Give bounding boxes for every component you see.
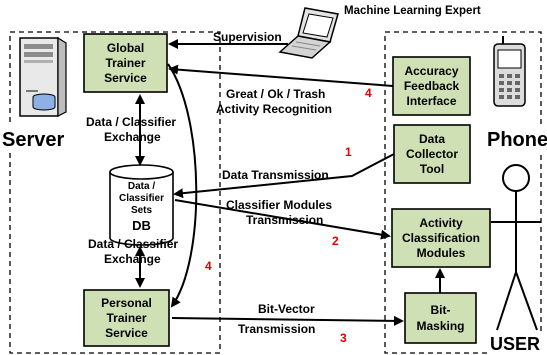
bitvector-transmission-line-1: Bit-Vector bbox=[258, 302, 315, 316]
bitvector-transmission-step-number: 3 bbox=[340, 331, 347, 345]
server-tower-icon bbox=[19, 36, 67, 117]
personal-trainer-line-2: Trainer bbox=[106, 311, 146, 325]
phone-label: Phone bbox=[487, 129, 547, 151]
db-name: DB bbox=[132, 218, 151, 233]
supervision-label: Supervision bbox=[213, 30, 282, 44]
activity-classification-line-1: Activity bbox=[419, 216, 463, 230]
accuracy-feedback-line-2: Feedback bbox=[404, 79, 460, 93]
exchange-bottom-line-2: Exchange bbox=[104, 252, 161, 266]
data-transmission-arrow bbox=[173, 153, 395, 199]
user-label: USER bbox=[490, 334, 540, 354]
laptop-icon bbox=[278, 7, 339, 59]
personal-update-step-number: 4 bbox=[205, 259, 212, 273]
bit-masking-box: Bit- Masking bbox=[404, 292, 477, 344]
phone-label-bg bbox=[485, 125, 547, 151]
exchange-bottom-line-1: Data / Classifier bbox=[88, 237, 178, 251]
mobile-phone-icon bbox=[493, 36, 526, 107]
exchange-top-line-2: Exchange bbox=[104, 130, 161, 144]
personal-trainer-line-1: Personal bbox=[101, 296, 152, 310]
db-line-2: Classifier bbox=[119, 193, 164, 204]
classifier-transmission-line-1: Classifier Modules bbox=[226, 198, 332, 212]
phone-region bbox=[384, 31, 542, 354]
feedback-step-number: 4 bbox=[365, 86, 372, 100]
data-transmission-label: Data Transmission bbox=[222, 168, 329, 182]
classifier-transmission-step-number: 2 bbox=[332, 234, 339, 248]
personal-trainer-service-box: Personal Trainer Service bbox=[83, 289, 170, 347]
exchange-top-line-1: Data / Classifier bbox=[86, 115, 176, 129]
database-cylinder: Data / Classifier Sets DB bbox=[109, 164, 174, 246]
activity-classification-line-2: Classification bbox=[402, 231, 480, 245]
classifier-transmission-line-2: Transmission bbox=[246, 213, 323, 227]
feedback-label-line-2: Activity Recognition bbox=[216, 102, 332, 116]
accuracy-feedback-line-1: Accuracy bbox=[404, 64, 458, 78]
activity-classification-line-3: Modules bbox=[417, 246, 466, 260]
data-collector-line-2: Collector bbox=[406, 147, 458, 161]
bit-masking-line-2: Masking bbox=[416, 319, 464, 333]
global-trainer-service-box: Global Trainer Service bbox=[83, 33, 168, 93]
classifier-transmission-arrow bbox=[174, 199, 391, 240]
feedback-label-line-1: Great / Ok / Trash bbox=[226, 87, 325, 101]
personal-update-arrow bbox=[167, 63, 198, 308]
personal-trainer-line-3: Service bbox=[105, 326, 148, 340]
global-trainer-line-2: Trainer bbox=[105, 56, 145, 70]
server-region bbox=[9, 31, 221, 354]
bit-masking-line-1: Bit- bbox=[431, 303, 451, 317]
accuracy-feedback-interface-box: Accuracy Feedback Interface bbox=[392, 56, 471, 116]
bitvector-transmission-line-2: Transmission bbox=[238, 322, 315, 336]
user-label-bg bbox=[488, 332, 547, 354]
accuracy-feedback-line-3: Interface bbox=[406, 94, 456, 108]
feedback-arrow bbox=[168, 64, 394, 87]
global-trainer-line-3: Service bbox=[104, 71, 147, 85]
db-line-1: Data / bbox=[128, 181, 155, 192]
server-label-bg bbox=[0, 125, 62, 151]
user-stick-figure-icon bbox=[491, 164, 541, 331]
machine-learning-expert-label: Machine Learning Expert bbox=[344, 5, 481, 17]
data-transmission-step-number: 1 bbox=[345, 145, 352, 159]
bitvector-transmission-arrow bbox=[171, 315, 404, 326]
db-line-3: Sets bbox=[131, 205, 153, 216]
data-collector-line-3: Tool bbox=[420, 162, 444, 176]
data-collector-line-1: Data bbox=[419, 132, 445, 146]
activity-classification-modules-box: Activity Classification Modules bbox=[391, 208, 491, 268]
server-label: Server bbox=[2, 129, 64, 151]
data-collector-tool-box: Data Collector Tool bbox=[393, 124, 471, 184]
global-trainer-line-1: Global bbox=[107, 41, 144, 55]
